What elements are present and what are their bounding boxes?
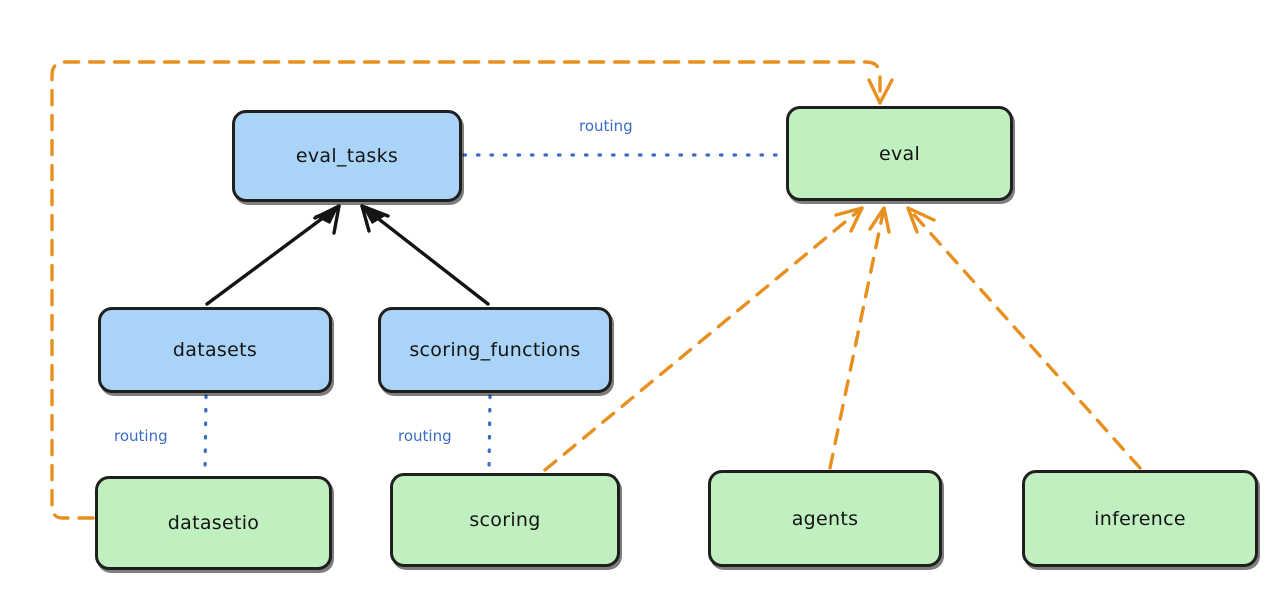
node-label-scoring_functions: scoring_functions: [409, 339, 581, 361]
node-inference[interactable]: inference: [1022, 470, 1258, 567]
edge-scoring_functions-eval_tasks: [360, 204, 490, 306]
node-label-eval_tasks: eval_tasks: [295, 145, 399, 167]
edge-datasetio-eval: [50, 60, 894, 520]
edge-datasets-eval_tasks: [205, 204, 341, 306]
node-datasetio[interactable]: datasetio: [95, 476, 332, 570]
node-datasets[interactable]: datasets: [98, 307, 332, 393]
edge-inference-eval: [906, 206, 1142, 470]
node-label-inference: inference: [1094, 507, 1186, 530]
node-label-eval: eval: [878, 142, 921, 165]
node-eval_tasks[interactable]: eval_tasks: [232, 110, 462, 202]
edge-scoring-eval: [543, 206, 864, 472]
edge-scoring_functions-scoring: [487, 394, 492, 473]
edge-label-routing-eval_tasks-eval: routing: [579, 117, 633, 135]
node-label-scoring: scoring: [469, 509, 541, 531]
node-label-datasets: datasets: [172, 339, 258, 361]
edge-label-routing-datasets-datasetio: routing: [114, 427, 168, 445]
node-scoring[interactable]: scoring: [390, 473, 620, 567]
node-label-agents: agents: [791, 507, 859, 530]
node-eval[interactable]: eval: [786, 106, 1013, 201]
edge-agents-eval: [828, 206, 891, 470]
node-scoring_functions[interactable]: scoring_functions: [378, 307, 612, 393]
edge-datasets-datasetio: [203, 394, 208, 476]
node-agents[interactable]: agents: [708, 470, 942, 567]
edge-label-routing-scoring_functions-scoring: routing: [398, 427, 452, 445]
node-label-datasetio: datasetio: [167, 512, 260, 534]
